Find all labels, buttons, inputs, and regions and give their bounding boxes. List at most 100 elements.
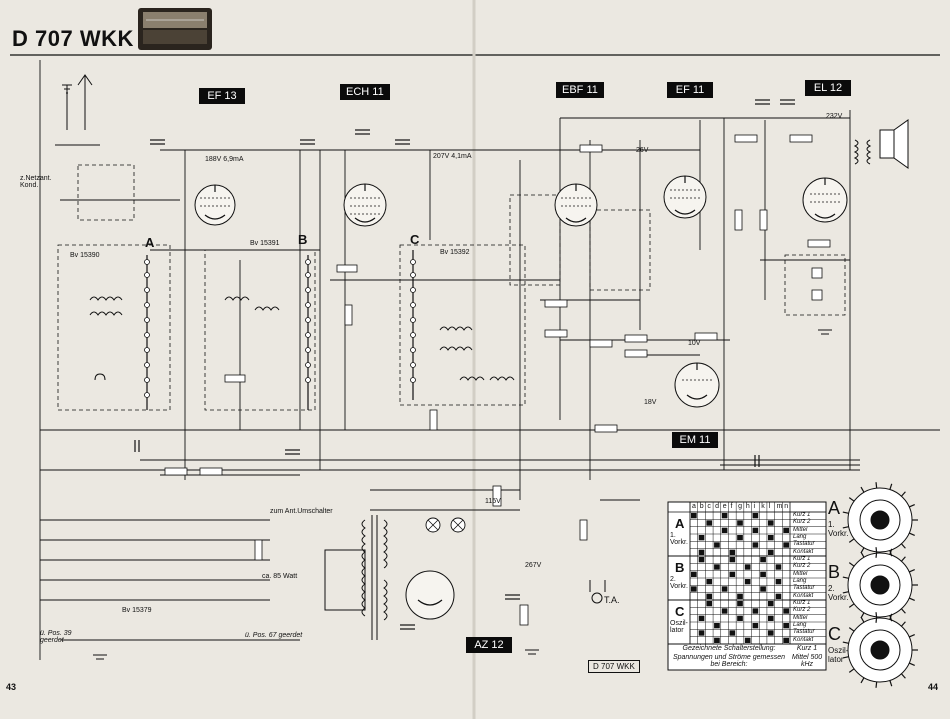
switch-contact-mark (783, 637, 789, 643)
table-column-header: f (730, 503, 733, 510)
switch-contact-mark (729, 557, 736, 563)
tube-label-el12: EL 12 (805, 80, 851, 96)
table-group-a-sub: 1. Vorkr. (670, 532, 688, 546)
part-bv15392: Bv 15392 (440, 249, 470, 256)
switch-contact-mark (706, 520, 713, 526)
voltage-267: 267V (525, 562, 542, 569)
switch-bank-c: C (410, 232, 420, 247)
switch-contact-mark (706, 593, 713, 599)
ta-label: T.A. (604, 595, 620, 605)
tube-label-az12: AZ 12 (466, 637, 512, 653)
switch-contact-mark (767, 630, 774, 636)
switch-contact-mark (737, 615, 743, 621)
switch-contact-mark (698, 615, 705, 621)
switch-bank-a: A (145, 235, 155, 250)
switch-contact-mark (714, 637, 720, 643)
selector-b-letter: B (828, 562, 841, 582)
tube-label-em11: EM 11 (672, 432, 718, 448)
table-column-header: n (784, 503, 789, 510)
switch-contact-mark (714, 623, 720, 629)
table-row-label: Kurz 1 (793, 600, 811, 606)
voltage-232: 232V (826, 113, 843, 120)
tube-label-ef13: EF 13 (199, 88, 245, 104)
table-column-header: d (715, 503, 719, 510)
table-row-label: Tastatur (793, 585, 815, 592)
voltage-10: 10V (688, 340, 701, 347)
switch-contact-mark (767, 615, 774, 621)
table-row-label: Lang (793, 534, 807, 540)
switch-contact-mark (767, 549, 774, 555)
table-group-b-letter: B (675, 560, 685, 575)
voltage-207: 207V 4,1mA (433, 153, 472, 160)
switch-contact-mark (714, 542, 720, 548)
table-footer-right2: Mittel 500 kHz (791, 654, 823, 668)
part-bv15379: Bv 15379 (122, 607, 152, 614)
table-column-header: a (692, 503, 696, 510)
switch-contact-mark (737, 520, 743, 526)
table-row-label: Kontakt (793, 548, 814, 555)
selector-b-sub: 2. Vorkr. (828, 584, 849, 602)
switch-contact-mark (737, 601, 743, 607)
switch-contact-mark (775, 564, 782, 570)
page-number-left: 43 (6, 682, 17, 692)
switch-contact-mark (714, 564, 720, 570)
table-row-label: Tastatur (793, 629, 815, 636)
table-row-label: Kurz 2 (793, 607, 811, 614)
switch-contact-mark (767, 520, 774, 526)
switch-contact-mark (698, 535, 705, 541)
switch-contact-mark (744, 637, 751, 643)
table-row-label: Kurz 2 (793, 563, 811, 570)
ant-switch-label: zum Ant.Umschalter (270, 508, 333, 515)
selector-c-sub: Oszil- lator (828, 646, 849, 664)
part-bv15390: Bv 15390 (70, 252, 100, 259)
part-bv15391: Bv 15391 (250, 240, 280, 247)
switch-contact-mark (752, 608, 759, 614)
table-column-header: i (753, 503, 756, 510)
switch-contact-mark (783, 527, 789, 533)
selector-c-letter: C (828, 624, 841, 644)
switch-contact-mark (775, 593, 782, 599)
switch-contact-mark (691, 513, 697, 519)
switch-contact-mark (691, 586, 697, 592)
switch-contact-mark (691, 571, 697, 577)
table-group-c-letter: C (675, 604, 685, 619)
switch-contact-mark (775, 579, 782, 585)
tube-label-ef11: EF 11 (667, 82, 713, 98)
tube-label-ebf11: EBF 11 (556, 82, 604, 98)
table-row-label: Kurz 1 (793, 512, 811, 518)
switch-contact-mark (706, 579, 713, 585)
switch-contact-mark (737, 535, 743, 541)
switch-contact-mark (721, 513, 728, 519)
switch-contact-mark (760, 557, 766, 563)
switch-contact-mark (698, 630, 705, 636)
switch-contact-mark (706, 601, 713, 607)
footer-model-box: D 707 WKK (588, 660, 640, 673)
switch-contact-mark (760, 586, 766, 592)
pos39-label: ü. Pos. 39 geerdet (40, 630, 72, 644)
switch-table-grid (667, 501, 827, 671)
switch-contact-mark (737, 593, 743, 599)
switch-contact-mark (783, 608, 789, 614)
model-title: D 707 WKK (12, 26, 134, 51)
table-row-label: Kontakt (793, 592, 814, 599)
pos67-label: ü. Pos. 67 geerdet (245, 632, 303, 639)
switch-contact-mark (744, 564, 751, 570)
table-column-header: b (699, 503, 704, 510)
power-label: ca. 85 Watt (262, 573, 298, 580)
voltage-26: 26V (636, 147, 649, 154)
switch-contact-mark (752, 623, 759, 629)
table-column-header: g (738, 503, 743, 510)
rotary-selectors (847, 487, 913, 683)
table-footer-right: Kurz 1 (796, 645, 818, 652)
switch-contact-mark (783, 623, 789, 629)
table-column-header: c (707, 503, 711, 510)
table-row-label: Kurz 2 (793, 519, 811, 526)
table-row-label: Mittel (793, 570, 808, 577)
switch-contact-mark (752, 527, 759, 533)
switch-contact-mark (729, 549, 736, 555)
switch-contact-mark (729, 630, 736, 636)
switch-contact-mark (752, 513, 759, 519)
table-column-header: m (776, 503, 783, 510)
selector-a-sub: 1. Vorkr. (828, 520, 849, 538)
